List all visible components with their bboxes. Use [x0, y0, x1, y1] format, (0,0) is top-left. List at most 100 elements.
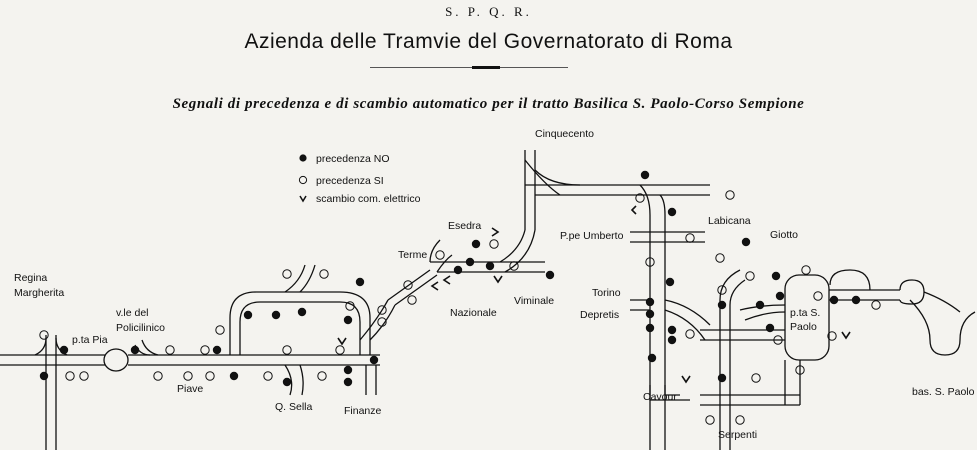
switch-chevron-icon [681, 375, 691, 384]
signal-open-circle-icon [319, 269, 329, 279]
signal-open-circle-icon [377, 317, 387, 327]
track-west-main [0, 354, 105, 366]
station-label-q-sella: Q. Sella [275, 401, 313, 413]
signal-open-circle-icon [183, 371, 193, 381]
switch-chevron-icon [337, 337, 347, 346]
signal-open-circle-icon [509, 261, 519, 271]
signal-open-circle-icon [435, 250, 445, 260]
station-label-depretis: Depretis [580, 309, 619, 321]
station-labels: Regina Margherita p.ta Pia v.le del Poli… [14, 128, 975, 441]
signal-filled-circle-icon [755, 300, 765, 310]
signal-open-circle-icon [263, 371, 273, 381]
station-label-finanze: Finanze [344, 405, 382, 417]
signal-open-circle-icon [205, 371, 215, 381]
signal-open-circle-icon [685, 329, 695, 339]
signal-open-circle-icon [65, 371, 75, 381]
title-rule-accent [472, 66, 500, 69]
switch-chevron-icon [630, 205, 637, 215]
signal-filled-circle-icon [465, 257, 475, 267]
signal-filled-circle-icon [771, 271, 781, 281]
track-esedra-curve [429, 239, 453, 273]
station-label-cavour: Cavour [643, 391, 677, 403]
station-label-labicana: Labicana [708, 215, 751, 227]
track-finanze-curve [359, 299, 396, 341]
signal-filled-circle-icon [851, 295, 861, 305]
signal-filled-circle-icon [829, 295, 839, 305]
switch-chevron-icon [841, 331, 851, 340]
signal-open-circle-icon [317, 371, 327, 381]
signal-open-circle-icon [403, 280, 413, 290]
track-giotto-loop [829, 269, 871, 291]
signal-filled-circle-icon [545, 270, 555, 280]
page-subtitle: Segnali di precedenza e di scambio autom… [172, 96, 805, 112]
track-loop-porta-san-paolo [784, 274, 830, 361]
track-regina-curves [34, 337, 68, 356]
page-title: Azienda delle Tramvie del Governatorato … [244, 30, 733, 53]
track-serpenti-vertical [784, 360, 801, 405]
signal-open-circle-icon [215, 325, 225, 335]
legend-label-scambio: scambio com. elettrico [316, 193, 421, 205]
signal-open-circle-icon [745, 271, 755, 281]
station-label-margherita: Margherita [14, 287, 64, 299]
track-regina-cross [45, 335, 57, 450]
signal-filled-circle-icon [355, 277, 365, 287]
switches [337, 205, 851, 384]
track-block-branch-south [284, 364, 304, 396]
signal-filled-circle-icon [717, 373, 727, 383]
signal-filled-circle-icon [640, 170, 650, 180]
station-label-viminale: Viminale [514, 295, 554, 307]
signal-open-circle-icon [165, 345, 175, 355]
station-label-giotto: Giotto [770, 229, 798, 241]
track-cinquecento-main [525, 184, 710, 196]
signal-open-circle-icon [725, 190, 735, 200]
station-label-serpenti: Serpenti [718, 429, 757, 441]
signal-open-circle-icon [282, 345, 292, 355]
station-label-porta-pia: p.ta Pia [72, 334, 108, 346]
signal-filled-circle-icon [775, 291, 785, 301]
track-umberto-vertical [649, 215, 666, 450]
signal-filled-circle-icon [59, 345, 69, 355]
station-label-bas-s-paolo: bas. S. Paolo [912, 386, 975, 398]
signal-open-circle-icon [153, 371, 163, 381]
signal-filled-circle-icon [229, 371, 239, 381]
signal-open-circle-icon [751, 373, 761, 383]
signal-filled-circle-icon [645, 309, 655, 319]
signal-filled-circle-icon [297, 307, 307, 317]
signal-filled-circle-icon [665, 277, 675, 287]
station-label-torino: Torino [592, 287, 621, 299]
track-umberto-curves [639, 184, 666, 216]
track-loop-porta-pia [103, 348, 129, 372]
signal-filled-circle-icon [667, 335, 677, 345]
spqr-heading: S. P. Q. R. [445, 4, 532, 19]
track-terminal-loop-b [909, 299, 976, 356]
signal-filled-circle-icon [765, 323, 775, 333]
signal-filled-circle-icon [243, 310, 253, 320]
legend-label-precedenza-no: precedenza NO [316, 153, 390, 165]
signal-filled-circle-icon [212, 345, 222, 355]
switch-chevron-icon [491, 227, 500, 237]
station-label-terme: Terme [398, 249, 427, 261]
track-terminal-link [923, 291, 961, 313]
station-label-policilinico: Policilinico [116, 322, 165, 334]
signal-open-circle-icon [795, 365, 805, 375]
signal-open-circle-icon [705, 415, 715, 425]
legend-open-circle-icon [298, 175, 308, 185]
signal-filled-circle-icon [39, 371, 49, 381]
signal-open-circle-icon [345, 301, 355, 311]
signal-open-circle-icon [827, 331, 837, 341]
track-block-outer [229, 291, 371, 355]
title-rule [370, 67, 568, 68]
station-label-vle-del: v.le del [116, 307, 149, 319]
track-block-inner [239, 301, 361, 355]
legend-label-precedenza-si: precedenza SI [316, 175, 384, 187]
station-label-esedra: Esedra [448, 220, 481, 232]
track-terminal-loop-a [899, 279, 925, 305]
signal-filled-circle-icon [667, 325, 677, 335]
track-viminale-curve [499, 229, 536, 273]
signal-filled-circle-icon [645, 323, 655, 333]
signal-open-circle-icon [685, 233, 695, 243]
signal-open-circle-icon [79, 371, 89, 381]
track-block-branch-north [284, 264, 316, 293]
signal-filled-circle-icon [485, 261, 495, 271]
